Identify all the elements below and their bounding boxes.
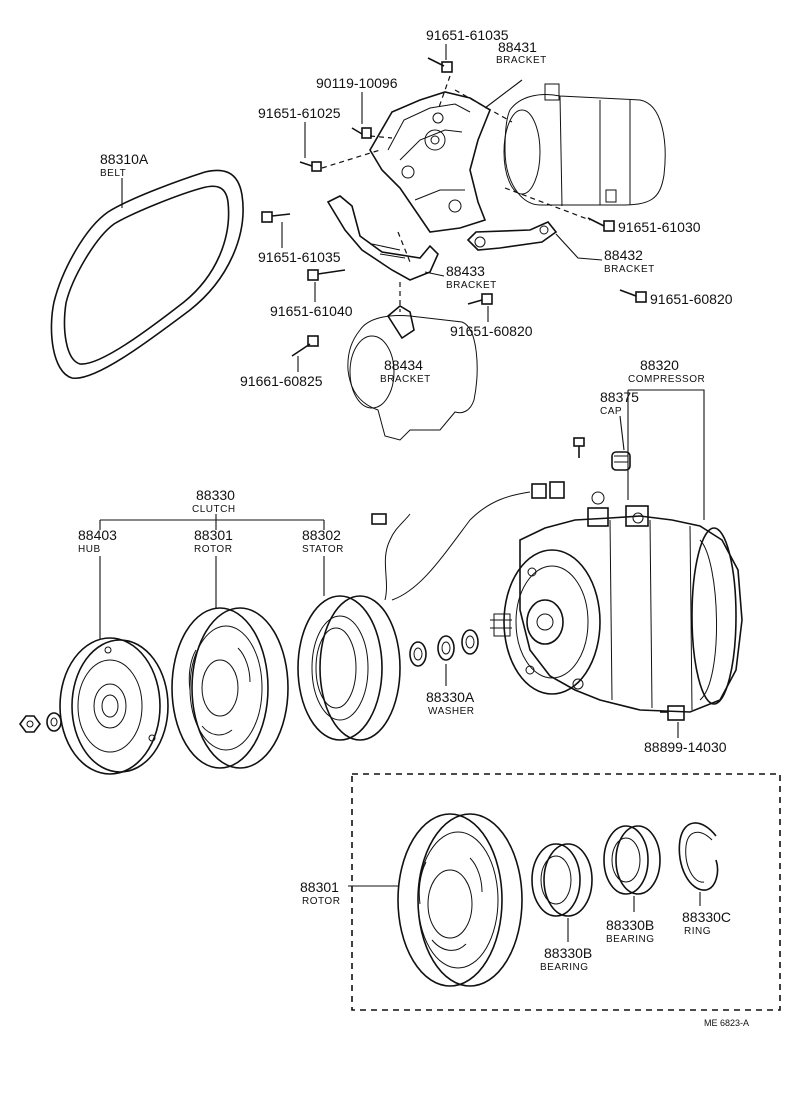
detail-box [351, 773, 781, 1011]
bolt-61025 [299, 161, 322, 172]
bolt-61040 [307, 269, 346, 281]
clutch-desc: CLUTCH [192, 504, 236, 515]
rotor-desc: ROTOR [194, 544, 232, 555]
bolt-top-number: 91651-61035 [426, 27, 509, 43]
compressor-desc: COMPRESSOR [628, 374, 705, 385]
bracket-88431-number: 88431 [498, 39, 537, 55]
bracket-88433-desc: BRACKET [446, 280, 497, 291]
nut-left [19, 715, 41, 733]
bracket-88434-desc: BRACKET [380, 374, 431, 385]
bracket-88431-part [369, 91, 491, 233]
bracket-88434-part [347, 305, 478, 441]
bracket-88432-desc: BRACKET [604, 264, 655, 275]
bearing-right-desc: BEARING [606, 934, 655, 945]
bolt-61035-left [261, 211, 291, 223]
bolt-60820-right [619, 289, 647, 303]
bolt-60820-mid-number: 91651-60820 [450, 323, 533, 339]
bolt-61040-number: 91651-61040 [270, 303, 353, 319]
washers-88330a [409, 629, 479, 667]
belt-number: 88310A [100, 151, 149, 167]
washer-small [46, 712, 62, 732]
cap-number: 88375 [600, 389, 639, 405]
bolt-61030-number: 91651-61030 [618, 219, 701, 235]
plug-part [660, 705, 685, 721]
hub-desc: HUB [78, 544, 101, 555]
stator-desc: STATOR [302, 544, 344, 555]
bearing-left-part [531, 843, 593, 917]
bolt-60825 [291, 335, 319, 357]
stator-number: 88302 [302, 527, 341, 543]
diagram-code: ME 6823-A [704, 1018, 749, 1028]
wire-harness [371, 481, 565, 601]
clutch-number: 88330 [196, 487, 235, 503]
cap-leader [619, 415, 625, 451]
belt-desc: BELT [100, 168, 126, 179]
rotor-detail-desc: ROTOR [302, 896, 340, 907]
bracket-88432-number: 88432 [604, 247, 643, 263]
bearing-right-part [603, 825, 661, 895]
washer-desc: WASHER [428, 706, 475, 717]
compressor-bracket-line [628, 389, 705, 520]
rotor-detail-number: 88301 [300, 879, 339, 895]
bracket-88434-number: 88434 [384, 357, 423, 373]
hub-number: 88403 [78, 527, 117, 543]
stator-part [297, 595, 401, 741]
bracket-88432-leader [555, 233, 603, 261]
rotor-detail-part [397, 813, 523, 987]
bolt-60820-mid [467, 293, 493, 305]
compressor-number: 88320 [640, 357, 679, 373]
cap-desc: CAP [600, 406, 622, 417]
bracket-88433-leader [424, 271, 445, 277]
bracket-88431-leader [484, 79, 523, 109]
rotor-number: 88301 [194, 527, 233, 543]
ring-desc: RING [684, 926, 711, 937]
plug-number: 88899-14030 [644, 739, 727, 755]
bracket-88433-part [326, 195, 439, 281]
washer-number: 88330A [426, 689, 475, 705]
bolt-90119-number: 90119-10096 [316, 75, 398, 91]
bolt-61035-left-number: 91651-61035 [258, 249, 341, 265]
bracket-88433-number: 88433 [446, 263, 485, 279]
belt-part [50, 169, 244, 379]
compressor-body [490, 491, 743, 713]
bolt-90119 [351, 127, 372, 139]
ring-number: 88330C [682, 909, 731, 925]
rotor-part [171, 607, 289, 769]
bracket-88431-desc: BRACKET [496, 55, 547, 66]
bolt-60825-number: 91661-60825 [240, 373, 323, 389]
bearing-left-number: 88330B [544, 945, 592, 961]
hub-part [59, 637, 169, 775]
bearing-right-number: 88330B [606, 917, 654, 933]
cap-part [611, 451, 631, 471]
bolt-61025-number: 91651-61025 [258, 105, 341, 121]
ring-part [678, 822, 719, 891]
bolt-61030 [587, 217, 615, 232]
bracket-88432-part [466, 221, 558, 251]
valve-bolt [573, 437, 585, 458]
bearing-left-desc: BEARING [540, 962, 589, 973]
bolt-top [427, 57, 453, 73]
compressor-sketch-top [503, 83, 666, 207]
bolt-60820-right-number: 91651-60820 [650, 291, 733, 307]
